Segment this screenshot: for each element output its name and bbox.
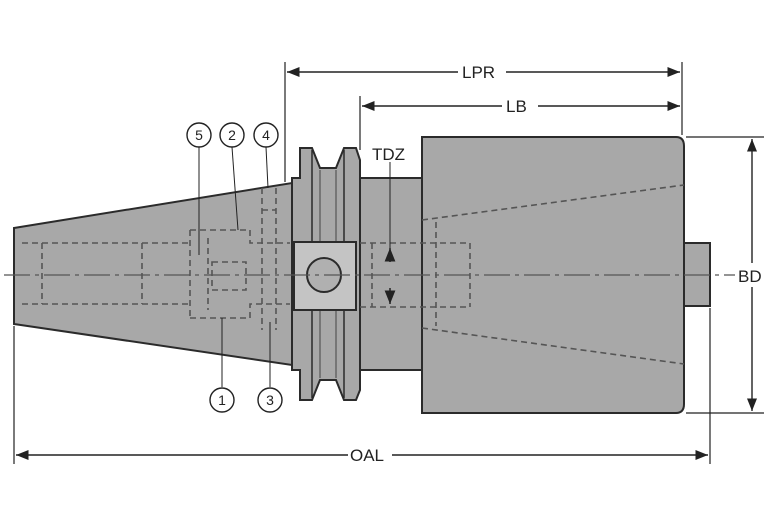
hidden-lines [22, 184, 685, 365]
callout-leaders [198, 146, 271, 387]
svg-text:4: 4 [262, 127, 270, 143]
svg-text:5: 5 [195, 127, 203, 143]
svg-text:2: 2 [228, 127, 236, 143]
callout-1: 1 [209, 387, 235, 413]
neck [359, 177, 423, 371]
oal-label: OAL [350, 446, 384, 465]
lpr-label: LPR [462, 63, 495, 82]
callout-5: 5 [186, 122, 212, 148]
taper-shank [13, 181, 293, 367]
callout-4: 4 [253, 122, 279, 148]
main-body [421, 136, 685, 414]
lb-label: LB [506, 97, 527, 116]
svg-text:1: 1 [218, 392, 226, 408]
callout-3: 3 [257, 387, 283, 413]
extension-lines [13, 62, 764, 464]
bd-label: BD [738, 267, 762, 286]
callout-2: 2 [219, 122, 245, 148]
svg-text:3: 3 [266, 392, 274, 408]
tdz-label: TDZ [372, 145, 405, 164]
